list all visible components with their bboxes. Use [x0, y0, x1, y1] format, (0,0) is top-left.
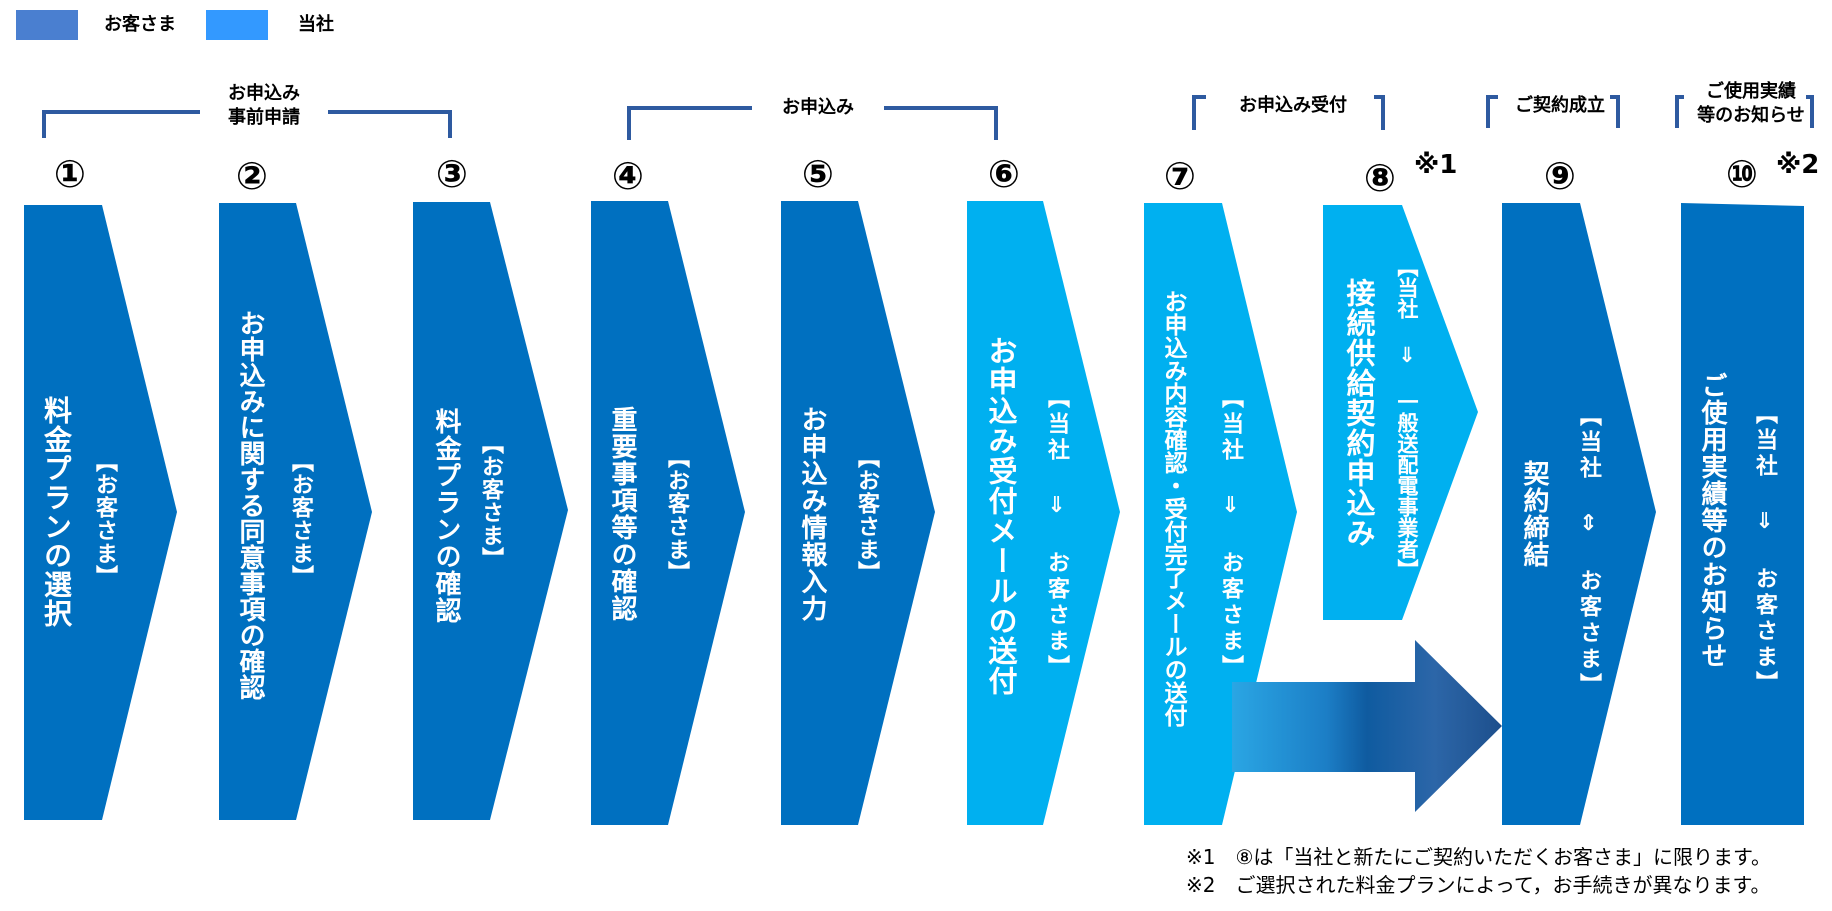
chevron-step-6: [967, 201, 1120, 825]
step-9-title: 契約締結: [1519, 460, 1549, 568]
group-label-application: お申込み: [752, 96, 884, 120]
chevron-step-1: [24, 205, 177, 820]
step-2-actor: 【お客さま】: [288, 450, 313, 588]
note-mark-1: ※1: [1414, 150, 1458, 180]
step-9-actor: 【当社 ⇕ お客さま】: [1576, 404, 1601, 699]
legend-label-company: 当社: [298, 14, 334, 35]
step-number-7: ⑦: [1163, 154, 1197, 198]
step-2-title: お申込みに関する同意事項の確認: [235, 310, 265, 700]
bracket-notice: [1675, 95, 1814, 128]
step-number-4: ④: [611, 154, 645, 198]
step-number-5: ⑤: [801, 152, 835, 196]
step-number-9: ⑨: [1543, 154, 1577, 198]
legend-swatch-company: [206, 10, 268, 40]
note-mark-2: ※2: [1776, 150, 1820, 180]
legend-swatch-customer: [16, 10, 78, 40]
step-1-title: 料金プランの選択: [40, 396, 73, 628]
step-6-actor: 【当社 ⇓ お客さま】: [1044, 386, 1069, 681]
rect-step-10: [1681, 203, 1804, 825]
step-4-title: 重要事項等の確認: [607, 406, 637, 622]
step-number-10: ⑩: [1725, 152, 1759, 196]
legend-label-customer: お客さま: [104, 14, 176, 35]
chevron-step-9: [1502, 203, 1656, 825]
step-10-title: ご使用実績等のお知らせ: [1697, 372, 1727, 669]
step-8-title: 接続供給契約申込み: [1342, 278, 1376, 548]
footnote-2: ※2 ご選択された料金プランによって，お手続きが異なります。: [1186, 873, 1771, 897]
group-label-contract: ご契約成立: [1515, 95, 1605, 116]
group-label-pre-application: お申込み 事前申請: [200, 82, 328, 130]
bracket-contract: [1486, 95, 1620, 128]
step-number-1: ①: [53, 152, 87, 196]
step-8-actor: 【当社 ⇓ 一般送配電事業者】: [1395, 256, 1419, 580]
step-3-actor: 【お客さま】: [478, 432, 503, 570]
step-6-title: お申込み受付メールの送付: [984, 336, 1018, 696]
step-7-title: お申込み内容確認・受付完了メールの送付: [1160, 290, 1186, 727]
chevron-step-2: [219, 203, 372, 820]
group-label-notice: ご使用実績 等のお知らせ: [1697, 81, 1805, 126]
step-5-title: お申込み情報入力: [797, 406, 827, 622]
group-label-reception: お申込み受付: [1212, 94, 1374, 118]
step-7-actor: 【当社 ⇓ お客さま】: [1218, 386, 1243, 681]
chevron-step-4: [591, 201, 745, 825]
chevron-step-7: [1144, 203, 1297, 825]
step-number-3: ③: [435, 152, 469, 196]
step-number-6: ⑥: [987, 152, 1021, 196]
chevron-step-3: [413, 202, 568, 820]
big-arrow: [1232, 640, 1502, 812]
step-4-actor: 【お客さま】: [664, 446, 689, 584]
chevron-step-8: [1323, 205, 1478, 620]
footnote-1: ※1 ⑧は「当社と新たにご契約いただくお客さま」に限ります。: [1186, 845, 1772, 869]
chevron-step-5: [781, 201, 935, 825]
step-1-actor: 【お客さま】: [92, 450, 117, 588]
step-5-actor: 【お客さま】: [854, 446, 879, 584]
step-number-8: ⑧: [1363, 156, 1397, 200]
step-number-2: ②: [235, 154, 269, 198]
step-3-title: 料金プランの確認: [431, 408, 461, 624]
step-10-actor: 【当社 ⇓ お客さま】: [1752, 402, 1777, 697]
